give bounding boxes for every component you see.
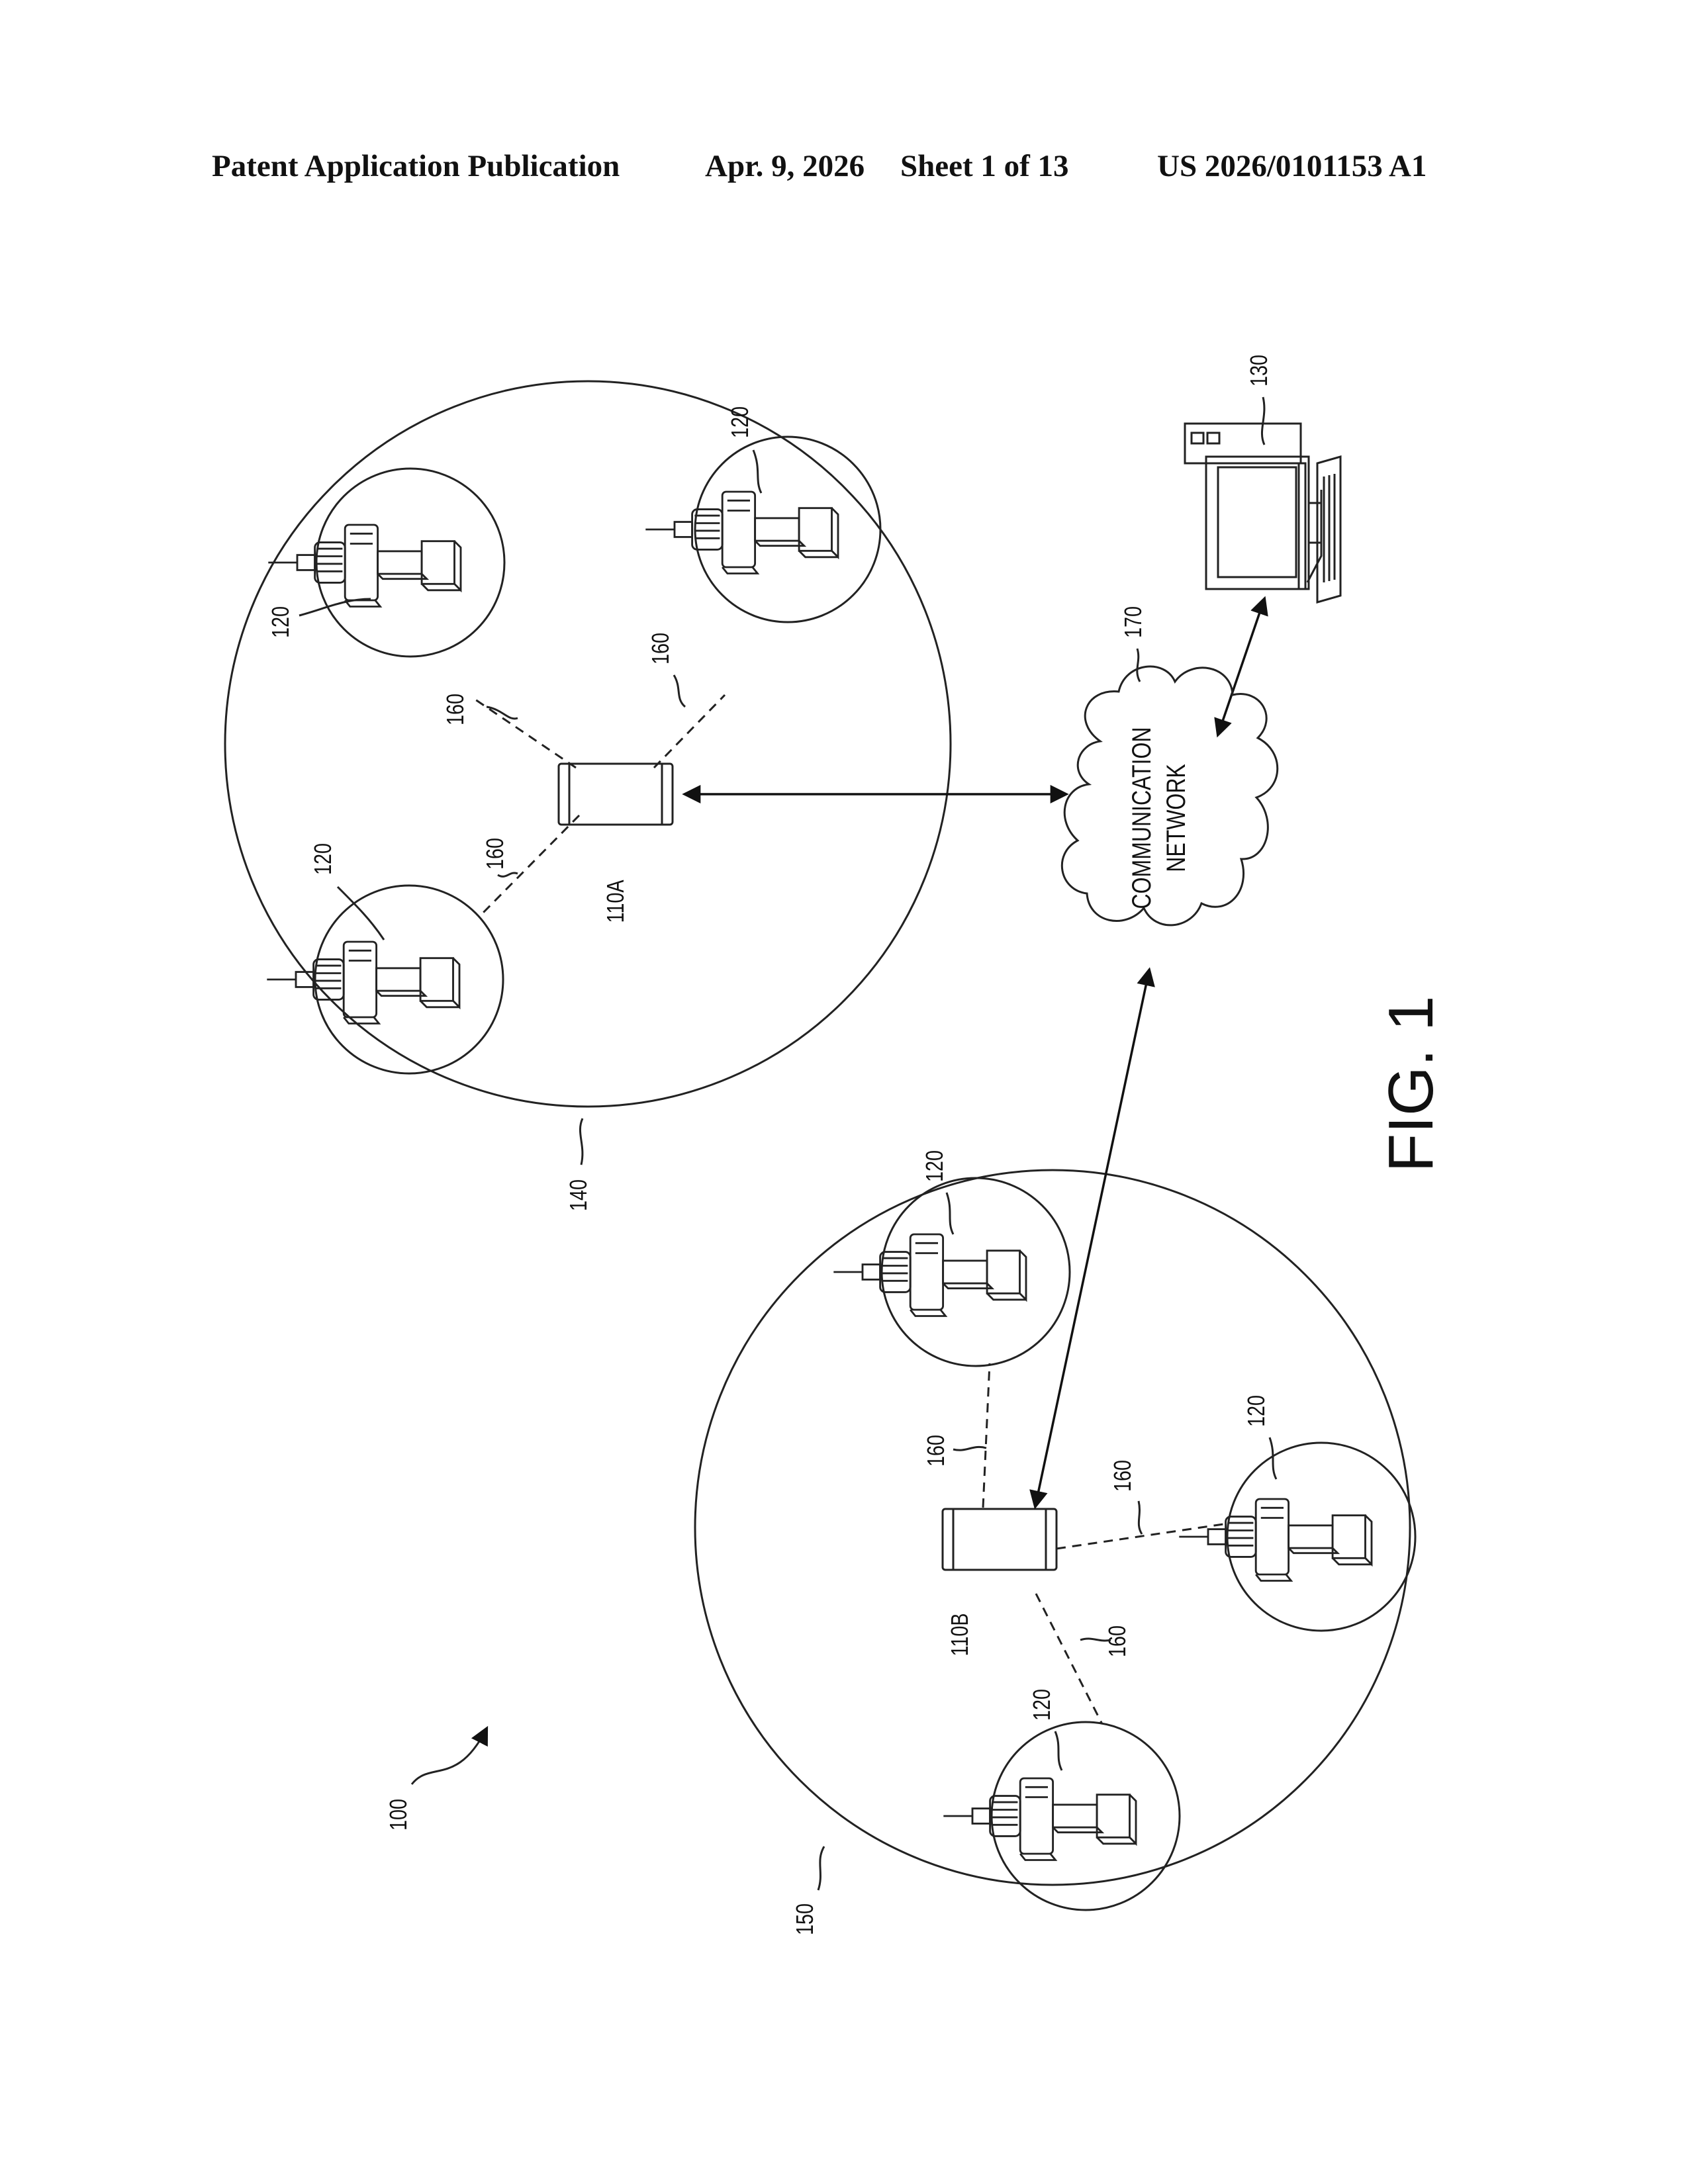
- ref-tool: 120: [1243, 1395, 1270, 1427]
- computer-icon: [1185, 424, 1340, 602]
- zone-150-circle: [695, 1170, 1410, 1885]
- power-tool-icon: [943, 1778, 1136, 1860]
- ref-tool: 120: [267, 606, 294, 638]
- ref-hub-a: 110A: [602, 880, 629, 923]
- ref-tool: 120: [1028, 1689, 1055, 1721]
- ref-zone-a: 140: [565, 1179, 592, 1211]
- hub-device-110b: [943, 1509, 1056, 1570]
- ref-link: 160: [442, 694, 469, 725]
- power-tool-icon: [833, 1234, 1026, 1316]
- ref-link: 160: [481, 838, 508, 870]
- wireless-link: [473, 698, 576, 768]
- power-tool-icon: [268, 525, 461, 607]
- ref-zone-b: 150: [791, 1903, 818, 1935]
- ref-link: 160: [647, 633, 674, 664]
- power-tool-icon: [645, 492, 838, 574]
- ref-computer: 130: [1245, 355, 1272, 387]
- ref-link: 160: [1109, 1460, 1136, 1492]
- figure-caption: FIG. 1: [1376, 996, 1446, 1173]
- ref-hub-b: 110B: [946, 1613, 973, 1656]
- wireless-link: [983, 1363, 990, 1508]
- ref-tool: 120: [921, 1150, 948, 1182]
- wireless-link: [654, 695, 725, 768]
- ref-network: 170: [1119, 606, 1147, 638]
- ref-tool: 120: [309, 843, 336, 875]
- network-computer-link: [1218, 599, 1264, 735]
- network-label-line2: NETWORK: [1161, 764, 1191, 872]
- ref-tool: 120: [726, 406, 753, 438]
- hub-device-110a: [559, 764, 673, 825]
- power-tool-icon: [1179, 1499, 1372, 1581]
- network-label-line1: COMMUNICATION: [1127, 727, 1156, 909]
- zone-140-circle: [225, 381, 951, 1107]
- ref-system: 100: [385, 1799, 412, 1831]
- power-tool-icon: [267, 942, 459, 1024]
- ref-link: 160: [922, 1435, 949, 1467]
- hub-network-link: [1035, 970, 1149, 1506]
